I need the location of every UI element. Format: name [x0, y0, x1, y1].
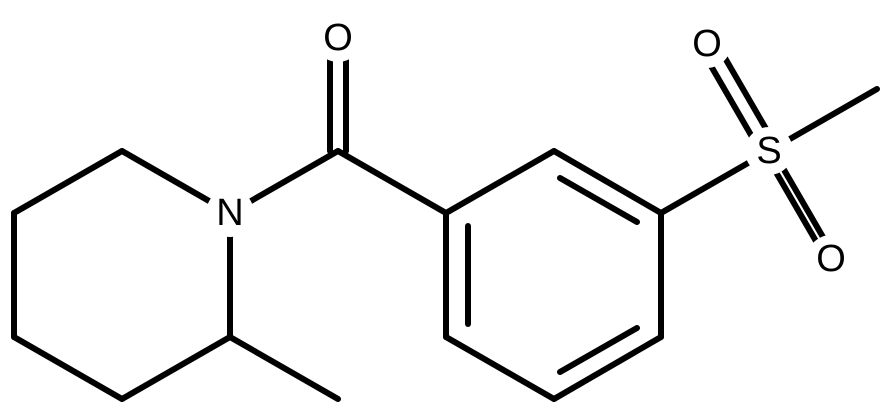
atom-labels: N O S O O [206, 14, 855, 283]
bond-c3-c4 [11, 334, 125, 402]
bond-carbonyl-benzene [335, 148, 449, 216]
aromatic-inner-bond-bottom [557, 325, 640, 375]
sulfonyl-oxygen-upper-label: O [692, 23, 722, 65]
bond-c5-c6 [11, 148, 125, 216]
carbonyl-double-bond [327, 41, 349, 154]
aromatic-inner-bond-top [557, 175, 640, 225]
piperidine-ring [11, 148, 233, 402]
sulfonyl-oxygen-lower-label: O [816, 238, 846, 280]
sulfur-label: S [756, 130, 781, 172]
carbonyl-oxygen-label: O [323, 17, 353, 59]
bond-c2-methyl [227, 334, 341, 402]
bond-c2-c3 [119, 334, 233, 402]
nitrogen-label: N [216, 192, 243, 234]
benzene-ring [443, 148, 664, 402]
